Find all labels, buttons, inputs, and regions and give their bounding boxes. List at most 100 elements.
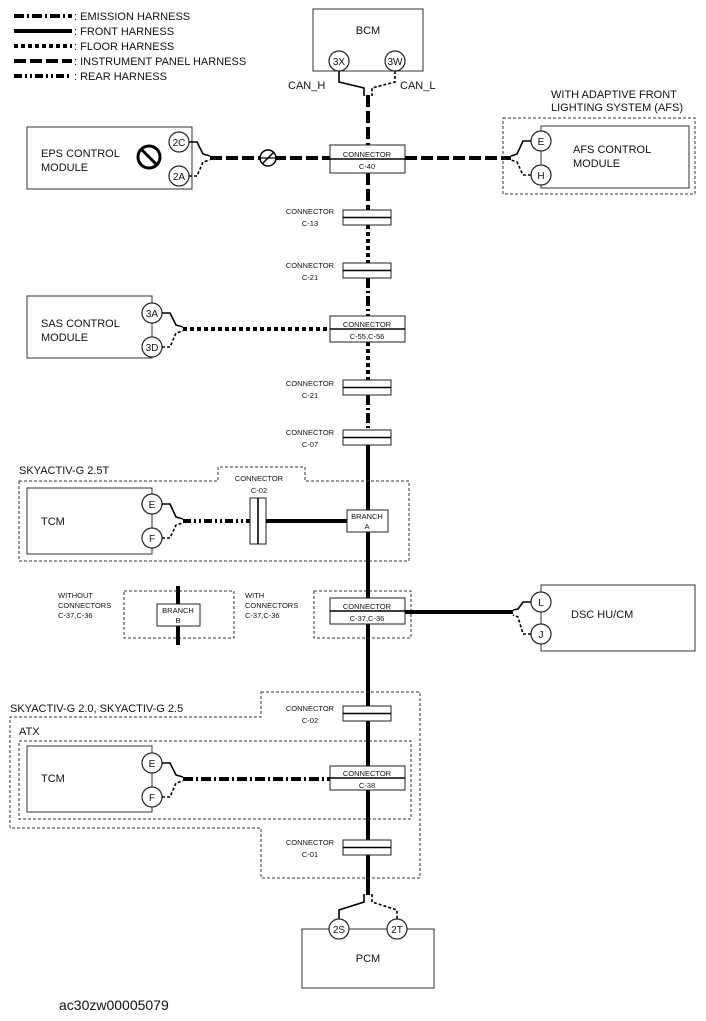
connector-c02-upper-word: CONNECTOR — [235, 474, 284, 483]
connector-c37-word: CONNECTOR — [343, 602, 392, 611]
sas-box — [26, 295, 153, 359]
sas-wire-top — [162, 312, 184, 328]
afs-pin-e-label: E — [538, 137, 545, 148]
bcm-pin-3w-label: 3W — [388, 57, 404, 68]
eps-box — [26, 126, 193, 190]
pcm-label: PCM — [356, 953, 380, 965]
connector-c55-code: C-55,C-56 — [350, 332, 385, 341]
connector-c21-lower-code: C-21 — [302, 391, 318, 400]
afs-pin-h-label: H — [537, 171, 544, 182]
dsc-wire-top — [512, 601, 531, 611]
skyactiv-25t-boundary — [18, 466, 410, 562]
atx-boundary — [18, 740, 412, 820]
pcm-pin-2t — [386, 918, 408, 940]
with-label-1: WITH — [245, 591, 264, 600]
legend-floor-label: : FLOOR HARNESS — [74, 41, 174, 53]
legend-front-label: : FRONT HARNESS — [74, 26, 174, 38]
tcm-25t-pin-f-label: F — [149, 534, 155, 545]
skyactiv-25t-label: SKYACTIV-G 2.5T — [19, 465, 110, 477]
connector-c13: CONNECTOR C-13 — [286, 207, 392, 228]
pcm-module: PCM 2S 2T — [301, 894, 435, 989]
connector-c55-c56: CONNECTOR C-55,C-56 — [329, 315, 406, 343]
branch-a-letter: A — [364, 522, 369, 531]
sas-wire-bottom — [162, 330, 184, 348]
branch-b — [156, 603, 201, 627]
dsc-pin-j — [530, 623, 552, 645]
c37-boundary — [313, 590, 412, 639]
connector-c01-word: CONNECTOR — [286, 838, 335, 847]
sas-label-line1: SAS CONTROL — [41, 318, 120, 330]
prohibition-icon — [136, 144, 162, 170]
connector-c01-code: C-01 — [302, 850, 318, 859]
pcm-pin-2t-label: 2T — [391, 925, 403, 936]
connector-c40-word: CONNECTOR — [343, 150, 392, 159]
eps-wire-top — [189, 141, 211, 157]
bcm-can-h-wire — [338, 71, 365, 96]
tcm-20-pin-f-label: F — [149, 793, 155, 804]
no-connector-icon — [259, 149, 277, 167]
afs-box — [540, 125, 690, 189]
connector-c07-word: CONNECTOR — [286, 428, 335, 437]
figure-id-caption: ac30zw00005079 — [59, 997, 169, 1013]
connector-c40: CONNECTOR C-40 — [329, 144, 406, 174]
legend-emission-label: : EMISSION HARNESS — [74, 11, 190, 23]
pcm-wire-right — [371, 894, 398, 919]
eps-pin-2a-label: 2A — [173, 172, 186, 183]
connector-c13-word: CONNECTOR — [286, 207, 335, 216]
skyactiv-20-label: SKYACTIV-G 2.0, SKYACTIV-G 2.5 — [10, 703, 183, 715]
connector-c21-upper-code: C-21 — [302, 273, 318, 282]
connector-c37-code: C-37,C-36 — [350, 614, 385, 623]
connector-c02-lower-code: C-02 — [302, 716, 318, 725]
without-label-2: CONNECTORS — [58, 601, 111, 610]
afs-module: WITH ADAPTIVE FRONT LIGHTING SYSTEM (AFS… — [405, 89, 696, 195]
branch-b-word: BRANCH — [162, 606, 194, 615]
bcm-module: BCM 3X 3W CAN_H CAN_L — [288, 8, 435, 96]
connector-c21-lower: CONNECTOR C-21 — [286, 379, 392, 400]
with-label-2: CONNECTORS — [245, 601, 298, 610]
connector-c02-lower-word: CONNECTOR — [286, 704, 335, 713]
connector-c13-code: C-13 — [302, 219, 318, 228]
without-label-3: C-37,C-36 — [58, 611, 93, 620]
pcm-pin-2s — [328, 918, 350, 940]
branch-a — [346, 509, 389, 533]
tcm-25t-label: TCM — [41, 516, 65, 528]
tcm-25t-wire-top — [162, 503, 184, 520]
connector-c38-word: CONNECTOR — [343, 769, 392, 778]
sas-module: SAS CONTROL MODULE 3A 3D — [26, 295, 330, 359]
afs-label-line1: AFS CONTROL — [573, 144, 651, 156]
sas-label-line2: MODULE — [41, 332, 88, 344]
dsc-label: DSC HU/CM — [571, 609, 633, 621]
dsc-module: DSC HU/CM L J — [405, 584, 696, 652]
pcm-box — [301, 928, 435, 989]
atx-label: ATX — [19, 726, 40, 738]
eps-module: EPS CONTROL MODULE 2C 2A — [26, 126, 330, 190]
afs-wire-top — [510, 140, 531, 157]
connector-c21-upper: CONNECTOR C-21 — [286, 261, 392, 282]
tcm-25t-box — [26, 487, 153, 555]
connector-c38-code: C-38 — [359, 781, 375, 790]
tcm-20-box — [26, 745, 153, 813]
tcm-25t-wire-bottom — [162, 522, 184, 539]
branch-b-group: WITHOUT CONNECTORS C-37,C-36 BRANCH B WI… — [58, 586, 412, 645]
sas-pin-3a-label: 3A — [146, 309, 159, 320]
tcm-20-label: TCM — [41, 773, 65, 785]
bcm-can-l-wire — [371, 71, 396, 96]
connector-c40-code: C-40 — [359, 162, 375, 171]
branch-a-word: BRANCH — [351, 512, 383, 521]
dsc-wire-bottom — [512, 614, 531, 635]
connector-c37-c36: CONNECTOR C-37,C-36 — [329, 597, 406, 625]
eps-wire-bottom — [189, 159, 211, 177]
afs-group-label-line1: WITH ADAPTIVE FRONT — [551, 89, 677, 101]
with-label-3: C-37,C-36 — [245, 611, 280, 620]
legend: : EMISSION HARNESS : FRONT HARNESS : FLO… — [14, 11, 246, 83]
tcm-20-wire-top — [162, 762, 184, 778]
dsc-pin-l — [530, 591, 552, 613]
connector-c02-upper-code: C-02 — [251, 486, 267, 495]
pcm-pin-2s-label: 2S — [333, 925, 346, 936]
dsc-pin-j-label: J — [539, 630, 544, 641]
bcm-can-l-label: CAN_L — [400, 80, 435, 92]
legend-rear-label: : REAR HARNESS — [74, 71, 167, 83]
sas-pin-3d-label: 3D — [146, 343, 159, 354]
tcm-25t-pin-e-label: E — [149, 500, 156, 511]
